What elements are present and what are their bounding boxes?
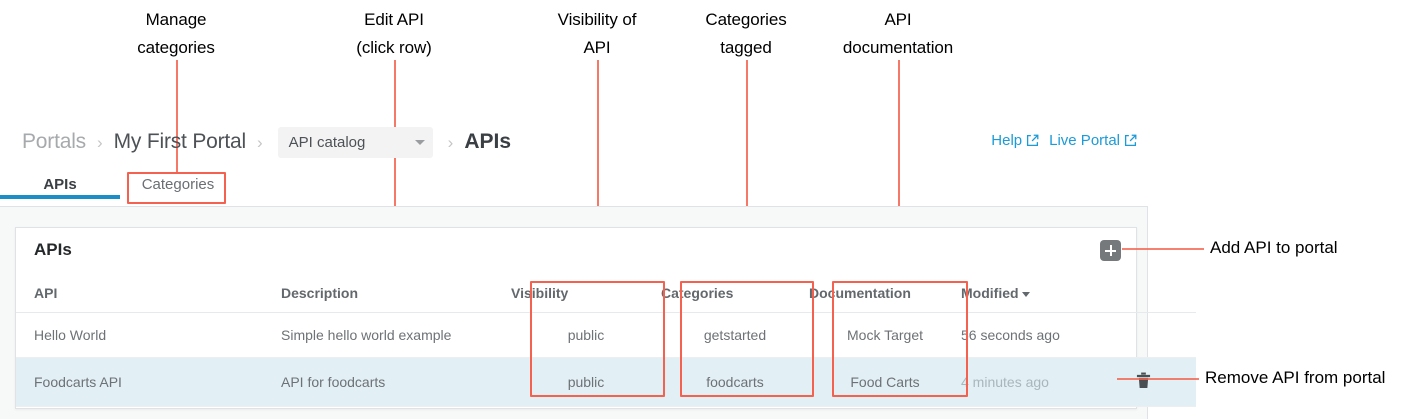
cell-description: API for foodcarts	[281, 357, 511, 407]
table-header-row: API Description Visibility Categories Do…	[16, 285, 1196, 313]
annotation-edit-api-label: Edit API (click row)	[356, 10, 432, 57]
cell-documentation: Mock Target	[809, 312, 961, 358]
tab-apis[interactable]: APIs	[0, 172, 120, 199]
column-header-modified[interactable]: Modified	[961, 285, 1136, 313]
breadcrumb: Portals › My First Portal › API catalog …	[22, 126, 511, 158]
cell-modified: 56 seconds ago	[961, 312, 1136, 358]
annotation-manage-categories-label: Manage categories	[137, 10, 215, 57]
cell-categories: getstarted	[661, 312, 809, 358]
column-header-modified-label: Modified	[961, 285, 1019, 301]
column-header-categories[interactable]: Categories	[661, 285, 809, 313]
breadcrumb-separator-icon: ›	[447, 132, 454, 152]
cell-documentation: Food Carts	[809, 357, 961, 407]
tab-bar: APIs Categories	[0, 172, 1148, 206]
annotation-add-api-label: Add API to portal	[1210, 238, 1338, 257]
annotation-line-categories	[746, 60, 748, 282]
annotation-line-documentation	[898, 60, 900, 282]
cell-api: Hello World	[16, 312, 281, 358]
table-row[interactable]: Hello World Simple hello world example p…	[16, 312, 1196, 358]
column-header-actions	[1136, 285, 1196, 313]
add-api-button[interactable]	[1100, 240, 1121, 261]
external-link-icon	[1027, 134, 1039, 147]
tab-categories[interactable]: Categories	[141, 176, 215, 193]
trash-icon	[1136, 372, 1151, 388]
breadcrumb-current: APIs	[464, 130, 512, 153]
column-header-documentation[interactable]: Documentation	[809, 285, 961, 313]
annotation-line-remove-api	[1117, 378, 1199, 380]
table-row[interactable]: Foodcarts API API for foodcarts public f…	[16, 357, 1196, 407]
cell-actions	[1136, 312, 1196, 358]
cell-api: Foodcarts API	[16, 357, 281, 407]
live-portal-link-label: Live Portal	[1049, 132, 1120, 149]
column-header-description[interactable]: Description	[281, 285, 511, 313]
header-links: Help Live Portal	[991, 132, 1137, 149]
cell-visibility: public	[511, 312, 661, 358]
plus-icon	[1105, 249, 1116, 252]
help-link[interactable]: Help	[991, 132, 1039, 149]
external-link-icon	[1124, 134, 1137, 147]
cell-actions	[1136, 357, 1196, 407]
annotation-api-documentation-label: API documentation	[842, 10, 954, 57]
annotation-categories-tagged-label: Categories tagged	[705, 10, 787, 57]
card-title: APIs	[34, 240, 72, 259]
catalog-select[interactable]: API catalog	[277, 126, 433, 158]
annotation-line-add-api	[1122, 248, 1204, 250]
sort-descending-icon	[1021, 291, 1030, 297]
apis-table: API Description Visibility Categories Do…	[16, 285, 1196, 407]
live-portal-link[interactable]: Live Portal	[1049, 132, 1137, 149]
apis-card: APIs API Description Visibility Categori…	[15, 227, 1196, 409]
column-header-api[interactable]: API	[16, 285, 281, 313]
cell-modified: 4 minutes ago	[961, 357, 1136, 407]
breadcrumb-portals[interactable]: Portals	[22, 130, 86, 153]
catalog-select-value: API catalog	[288, 133, 366, 151]
breadcrumb-separator-icon: ›	[96, 132, 103, 152]
column-header-visibility[interactable]: Visibility	[511, 285, 661, 313]
annotation-line-manage-categories	[176, 60, 178, 173]
annotation-visibility-label: Visibility of API	[557, 10, 637, 57]
content-area: APIs API Description Visibility Categori…	[0, 206, 1196, 419]
cell-visibility: public	[511, 357, 661, 407]
cell-categories: foodcarts	[661, 357, 809, 407]
annotation-remove-api-label: Remove API from portal	[1205, 368, 1386, 387]
breadcrumb-portal-name[interactable]: My First Portal	[113, 130, 247, 153]
chevron-down-icon	[414, 139, 425, 145]
cell-description: Simple hello world example	[281, 312, 511, 358]
help-link-label: Help	[991, 132, 1023, 149]
annotation-line-visibility	[597, 60, 599, 282]
delete-row-button[interactable]	[1136, 372, 1151, 392]
breadcrumb-separator-icon: ›	[256, 132, 263, 152]
